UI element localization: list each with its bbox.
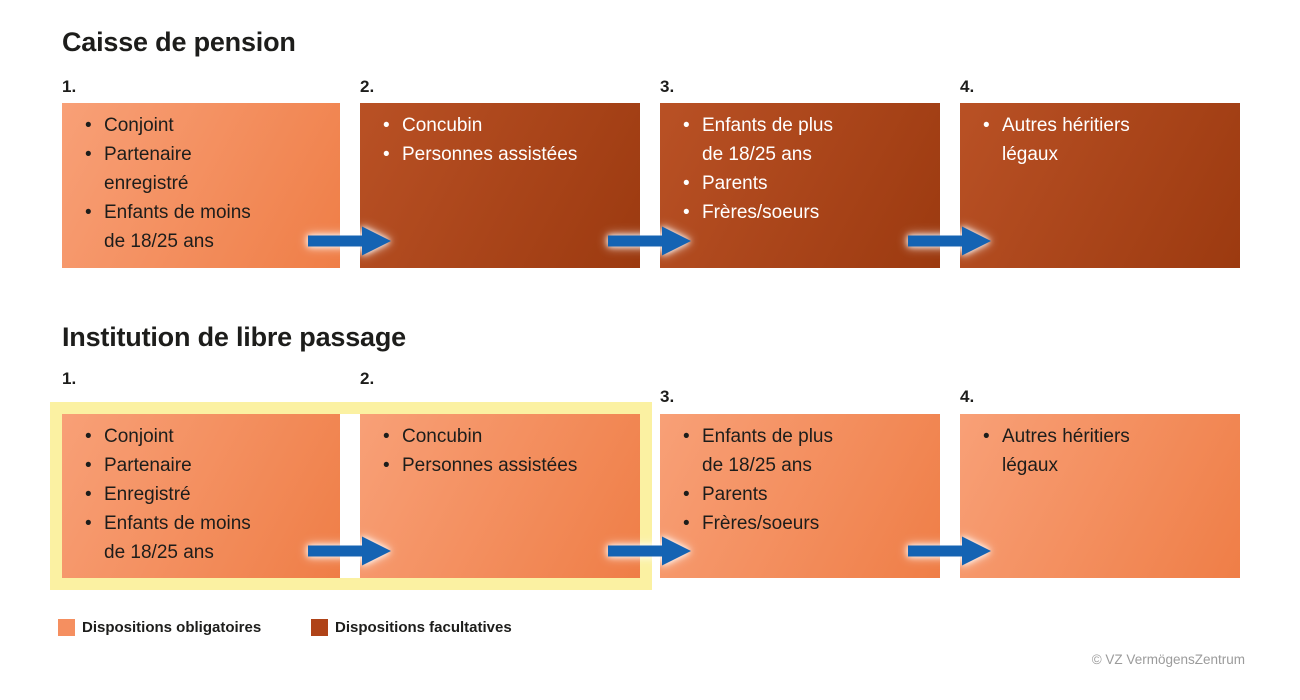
- pension-box-1-beneficiaries: Conjoint Partenaire enregistré Enfants d…: [62, 103, 340, 268]
- bullet-item: Frères/soeurs: [683, 198, 930, 227]
- bullet-list: Autres héritiers légaux: [960, 414, 1240, 480]
- bullet-item: Concubin: [383, 422, 630, 451]
- legend-label-facultatives: Dispositions facultatives: [335, 618, 512, 636]
- bullet-item: Enfants de moins de 18/25 ans: [85, 509, 330, 567]
- libre-passage-box-2-beneficiaries: Concubin Personnes assistées: [360, 414, 640, 578]
- pension-box-2-beneficiaries: Concubin Personnes assistées: [360, 103, 640, 268]
- flow-arrow-icon: [606, 531, 694, 571]
- flow-arrow-icon: [906, 221, 994, 261]
- box-number-1: 1.: [62, 369, 77, 388]
- legend-swatch-obligatoires: [58, 618, 75, 636]
- bullet-item: Personnes assistées: [383, 140, 630, 169]
- legend-item-obligatoires: Dispositions obligatoires: [58, 617, 261, 637]
- bullet-item: Enfants de plus de 18/25 ans: [683, 422, 930, 480]
- bullet-list: Concubin Personnes assistées: [360, 414, 640, 480]
- bullet-list: Autres héritiers légaux: [960, 103, 1240, 169]
- bullet-list: Enfants de plus de 18/25 ans Parents Frè…: [660, 103, 940, 227]
- box-number-1: 1.: [62, 77, 77, 96]
- box-number-2: 2.: [360, 77, 375, 96]
- section-title-institution-libre-passage: Institution de libre passage: [62, 322, 406, 352]
- box-number-4: 4.: [960, 387, 975, 406]
- libre-passage-box-3-beneficiaries: Enfants de plus de 18/25 ans Parents Frè…: [660, 414, 940, 578]
- bullet-item: Concubin: [383, 111, 630, 140]
- copyright-notice: © VZ VermögensZentrum: [1091, 652, 1245, 667]
- legend-label-obligatoires: Dispositions obligatoires: [82, 618, 262, 636]
- pension-box-3-beneficiaries: Enfants de plus de 18/25 ans Parents Frè…: [660, 103, 940, 268]
- box-number-3: 3.: [660, 387, 675, 406]
- box-number-2: 2.: [360, 369, 375, 388]
- box-number-3: 3.: [660, 77, 675, 96]
- bullet-item: Enfants de plus de 18/25 ans: [683, 111, 930, 169]
- bullet-list: Conjoint Partenaire enregistré Enfants d…: [62, 103, 340, 256]
- bullet-list: Concubin Personnes assistées: [360, 103, 640, 169]
- box-number-4: 4.: [960, 77, 975, 96]
- bullet-item: Autres héritiers légaux: [983, 422, 1230, 480]
- flow-arrow-icon: [306, 221, 394, 261]
- bullet-list: Conjoint Partenaire Enregistré Enfants d…: [62, 414, 340, 567]
- bullet-item: Conjoint: [85, 111, 330, 140]
- flow-arrow-icon: [606, 221, 694, 261]
- bullet-item: Partenaire: [85, 451, 330, 480]
- bullet-item: Parents: [683, 480, 930, 509]
- flow-arrow-icon: [306, 531, 394, 571]
- legend-swatch-facultatives: [311, 618, 328, 636]
- bullet-item: Partenaire enregistré: [85, 140, 330, 198]
- libre-passage-box-1-beneficiaries: Conjoint Partenaire Enregistré Enfants d…: [62, 414, 340, 578]
- flow-arrow-icon: [906, 531, 994, 571]
- bullet-item: Parents: [683, 169, 930, 198]
- bullet-list: Enfants de plus de 18/25 ans Parents Frè…: [660, 414, 940, 538]
- bullet-item: Personnes assistées: [383, 451, 630, 480]
- legend-item-facultatives: Dispositions facultatives: [311, 617, 512, 637]
- section-title-caisse-de-pension: Caisse de pension: [62, 27, 296, 57]
- bullet-item: Conjoint: [85, 422, 330, 451]
- libre-passage-box-4-beneficiaries: Autres héritiers légaux: [960, 414, 1240, 578]
- pension-box-4-beneficiaries: Autres héritiers légaux: [960, 103, 1240, 268]
- bullet-item: Enregistré: [85, 480, 330, 509]
- bullet-item: Enfants de moins de 18/25 ans: [85, 198, 330, 256]
- bullet-item: Autres héritiers légaux: [983, 111, 1230, 169]
- bullet-item: Frères/soeurs: [683, 509, 930, 538]
